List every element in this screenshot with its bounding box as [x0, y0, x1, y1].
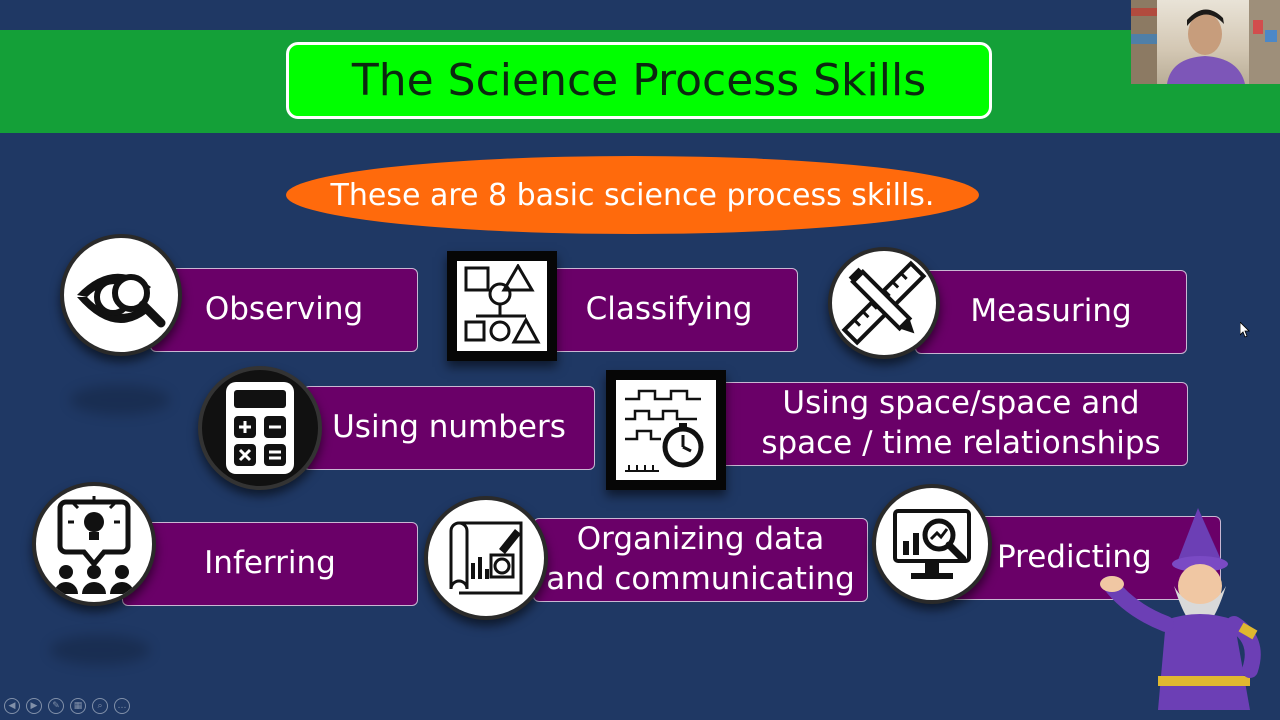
next-icon[interactable]: ▶ [26, 698, 42, 714]
skill-label: Observing [204, 291, 364, 328]
skill-classifying: Classifying [540, 268, 798, 352]
skill-organizing-data: Organizing data and communicating [533, 518, 868, 602]
ruler-pencil-icon [828, 247, 940, 359]
skill-using-numbers: Using numbers [303, 386, 595, 470]
skill-label: Classifying [585, 291, 753, 328]
skill-label: Using space/space and space / time relat… [761, 385, 1161, 461]
skill-label: Organizing data and communicating [546, 521, 855, 597]
skill-label: Predicting [997, 539, 1152, 576]
prev-icon[interactable]: ◀ [4, 698, 20, 714]
more-icon[interactable]: … [114, 698, 130, 714]
waveform-stopwatch-icon [606, 370, 726, 490]
calculator-icon [198, 366, 322, 490]
skill-inferring: Inferring [122, 522, 418, 606]
skill-space-time: Using space/space and space / time relat… [718, 382, 1188, 466]
skill-observing: Observing [150, 268, 418, 352]
skill-label: Inferring [204, 545, 336, 582]
presentation-controls: ◀ ▶ ✎ ▦ ⌕ … [4, 698, 130, 714]
shapes-sorting-icon [447, 251, 557, 361]
skill-label: Using numbers [332, 409, 566, 446]
presenter-webcam-image [1131, 0, 1280, 84]
subtitle-banner: These are 8 basic science process skills… [286, 156, 979, 234]
skill-label: Measuring [970, 293, 1132, 330]
decorative-shadow [70, 385, 170, 415]
idea-audience-icon [32, 482, 156, 606]
skill-measuring: Measuring [915, 270, 1187, 354]
monitor-analytics-icon [872, 484, 992, 604]
slide-title: The Science Process Skills [286, 42, 992, 119]
decorative-shadow [50, 635, 150, 665]
mouse-cursor-icon [1240, 322, 1250, 338]
wizard-mascot-image [1100, 508, 1261, 710]
zoom-icon[interactable]: ⌕ [92, 698, 108, 714]
pen-icon[interactable]: ✎ [48, 698, 64, 714]
slides-icon[interactable]: ▦ [70, 698, 86, 714]
blueprint-chart-icon [424, 496, 548, 620]
eye-magnifier-icon [60, 234, 182, 356]
